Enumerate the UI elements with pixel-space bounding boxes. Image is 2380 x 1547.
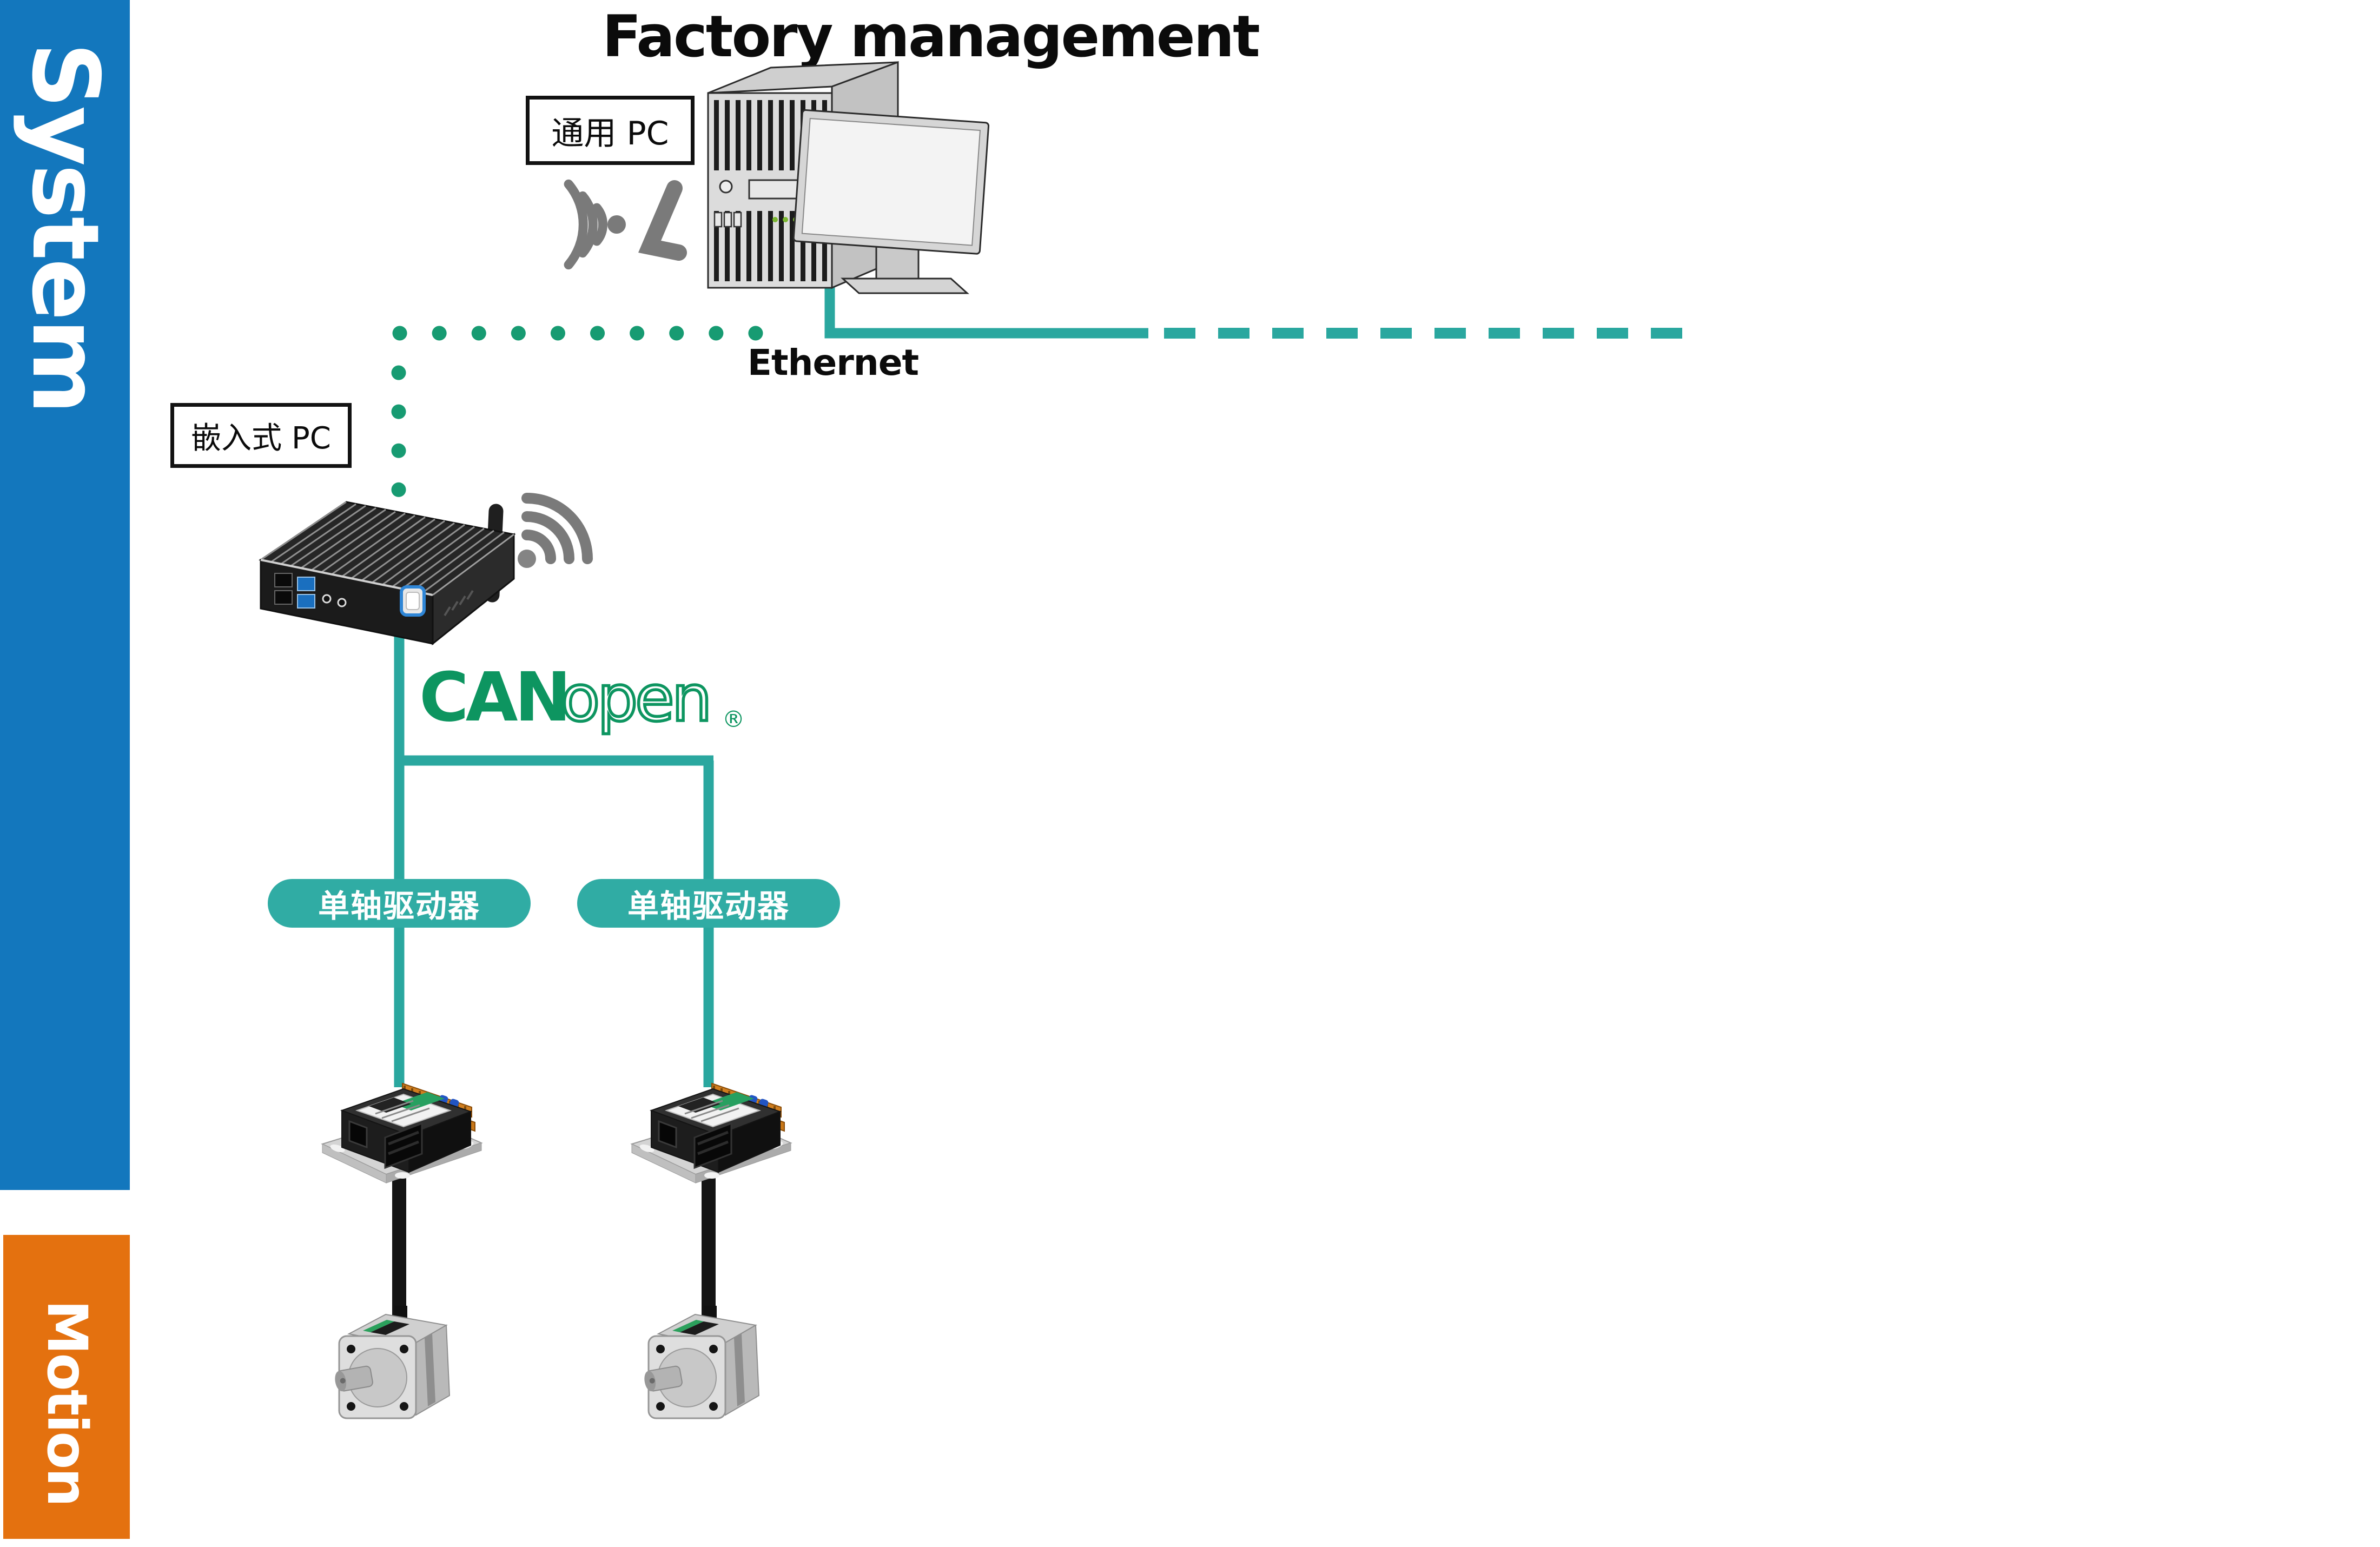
embedded-pc-fins (260, 501, 505, 594)
single-axis-driver-left (321, 1068, 484, 1193)
wifi-signal-icon (518, 493, 593, 568)
embedded-pc-label: 嵌入式 PC (191, 420, 331, 456)
driver-pill-right: 单轴驱动器 (577, 879, 840, 928)
general-pc-label: 通用 PC (551, 114, 669, 153)
single-axis-driver-right (631, 1068, 793, 1193)
embedded-pc-body (259, 501, 516, 646)
tower-vents-bottom (714, 211, 827, 281)
ethernet-label: Ethernet (747, 342, 919, 384)
tower-usb-ports (713, 211, 742, 228)
sidebar-system-band: System (0, 0, 130, 1190)
embedded-pc-usb-ports (274, 573, 315, 609)
pc-monitor (792, 109, 990, 294)
sidebar-motion-label: Motion (35, 1300, 99, 1505)
embedded-pc-illustration (259, 493, 593, 646)
motor-left (333, 1305, 451, 1419)
driver-pill-left-label: 单轴驱动器 (318, 888, 480, 924)
page-title: Factory management (602, 3, 1260, 70)
sidebar-system-label: System (11, 42, 118, 413)
wireless-antenna-icon (564, 179, 687, 270)
embedded-pc-power-button (400, 585, 426, 617)
embedded-pc-side-vents (444, 590, 474, 617)
canopen-logo: CAN open ® (419, 658, 745, 737)
canopen-logo-can: CAN (419, 658, 568, 737)
tower-power-button (719, 180, 733, 194)
canopen-logo-registered: ® (722, 706, 745, 732)
driver-pill-right-label: 单轴驱动器 (627, 888, 790, 924)
general-pc-illustration (707, 61, 990, 294)
general-pc-label-box: 通用 PC (526, 96, 695, 165)
motor-right (642, 1305, 760, 1419)
embedded-pc-label-box: 嵌入式 PC (170, 403, 352, 468)
ethernet-solid-line (824, 273, 1148, 339)
driver-pill-left: 单轴驱动器 (268, 879, 531, 928)
sidebar-motion-band: Motion (3, 1235, 130, 1539)
canopen-logo-open: open (561, 661, 709, 736)
